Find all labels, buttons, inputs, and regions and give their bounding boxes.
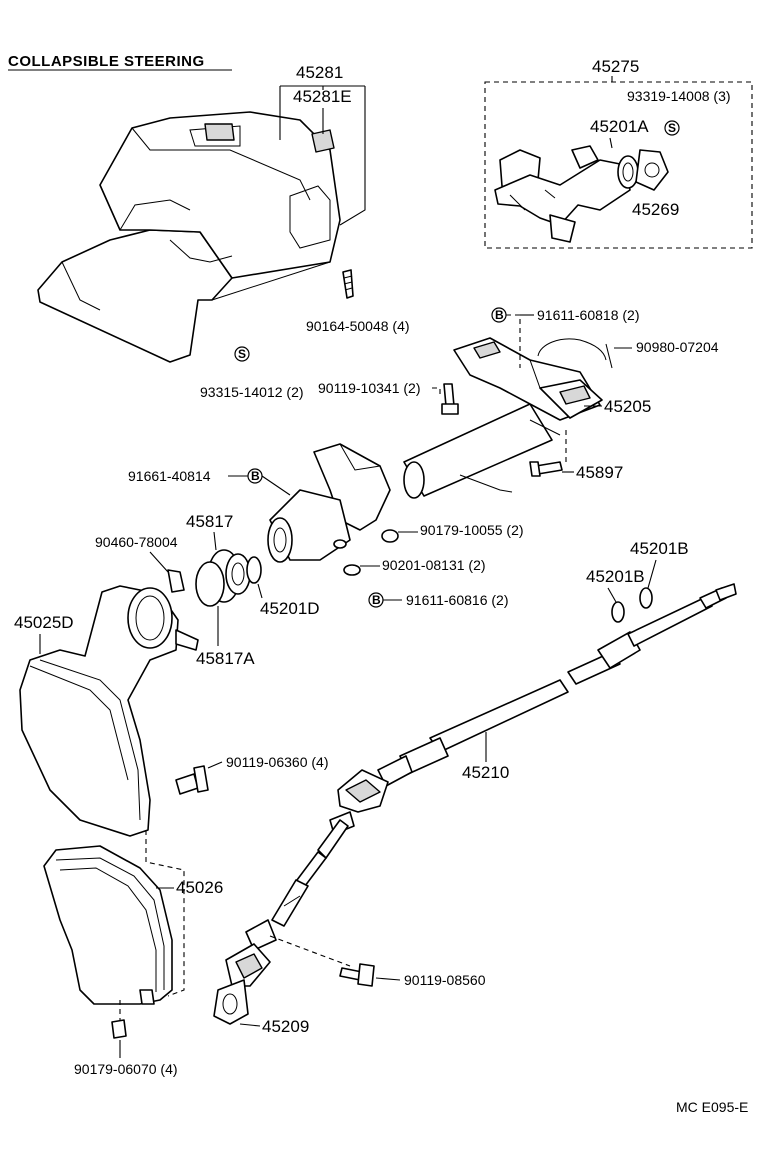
universal-joint-upper <box>317 769 389 859</box>
wire-90980 <box>537 338 607 361</box>
label-45201B-top: 45201B <box>630 539 689 558</box>
leader-90119-341 <box>432 387 441 398</box>
label-45817: 45817 <box>186 512 233 531</box>
leader-45817 <box>213 531 217 551</box>
label-45025D: 45025D <box>14 613 74 632</box>
label-45281E: 45281E <box>293 87 352 106</box>
washer-90201b <box>333 539 347 549</box>
label-45201B: 45201B <box>586 567 645 586</box>
column-tube <box>403 337 603 499</box>
washer-90201 <box>343 564 361 576</box>
leader-45281 <box>279 85 366 226</box>
s-letter-93319: S <box>668 121 676 135</box>
label-90460: 90460-78004 <box>95 534 178 550</box>
leader-90460 <box>149 551 169 573</box>
footer-code: MC E095-E <box>676 1099 748 1115</box>
steering-lock-assembly <box>494 145 669 243</box>
intermediate-shaft <box>271 851 327 927</box>
wire-end-90980 <box>605 343 613 369</box>
leader-45201D <box>257 583 263 599</box>
dust-boot-45025D <box>19 569 199 837</box>
cover-45026 <box>43 845 173 1005</box>
label-45205: 45205 <box>604 397 651 416</box>
bolt-90119-360 <box>175 765 209 795</box>
leader-45026-dash <box>145 830 185 997</box>
column-cover <box>37 111 341 363</box>
diagram-title: COLLAPSIBLE STEERING <box>8 53 205 70</box>
label-45897: 45897 <box>576 463 623 482</box>
label-45817A: 45817A <box>196 649 255 668</box>
label-93319: 93319-14008 (3) <box>627 88 731 104</box>
b-letter-91611-818: B <box>495 308 504 322</box>
label-45210: 45210 <box>462 763 509 782</box>
s-letter-93315: S <box>238 347 246 361</box>
leader-90119-560 <box>375 977 401 981</box>
part-45281E <box>311 129 335 153</box>
label-45209: 45209 <box>262 1017 309 1036</box>
label-45269: 45269 <box>632 200 679 219</box>
label-45201A: 45201A <box>590 117 649 136</box>
nut-90179-070 <box>111 1019 127 1039</box>
label-90179-070: 90179-06070 (4) <box>74 1061 178 1077</box>
label-90119-360: 90119-06360 (4) <box>226 754 328 770</box>
bolt-45897 <box>529 461 563 477</box>
label-90201: 90201-08131 (2) <box>382 557 486 573</box>
label-90179-055: 90179-10055 (2) <box>420 522 524 538</box>
leader-91661 <box>228 475 291 496</box>
column-bracket <box>267 443 391 563</box>
leader-90119-560-dash <box>269 935 351 967</box>
lock-set-box <box>484 81 753 249</box>
b-letter-91611-816: B <box>372 593 381 607</box>
label-93315: 93315-14012 (2) <box>200 384 304 400</box>
universal-joint-45209 <box>213 919 277 1025</box>
nut-90179-055 <box>381 529 399 543</box>
main-shaft-45210 <box>377 583 737 787</box>
screw-90164 <box>342 269 354 299</box>
label-90119-341: 90119-10341 (2) <box>318 380 420 396</box>
ring-45201B-a <box>611 601 625 623</box>
bearing-45817 <box>195 549 262 607</box>
label-90164: 90164-50048 (4) <box>306 318 410 334</box>
label-91611-818: 91611-60818 (2) <box>537 307 639 323</box>
bolt-90119-560 <box>339 963 375 987</box>
label-91611-816: 91611-60816 (2) <box>406 592 508 608</box>
label-91661: 91661-40814 <box>128 468 211 484</box>
leader-45201A <box>609 137 613 149</box>
label-45275: 45275 <box>592 57 639 76</box>
s-symbol-93315 <box>234 346 250 362</box>
leader-45201B <box>607 587 617 603</box>
s-symbol-93319 <box>664 120 680 136</box>
b-letter-91661: B <box>251 469 260 483</box>
leader-45201B-top <box>647 559 657 589</box>
label-45201D: 45201D <box>260 599 320 618</box>
ring-45201B-b <box>639 587 653 609</box>
leader-45209 <box>239 1023 261 1027</box>
label-90980: 90980-07204 <box>636 339 719 355</box>
label-45281: 45281 <box>296 63 343 82</box>
leader-90119-360 <box>207 761 223 769</box>
bolt-90119-341 <box>441 383 459 415</box>
label-90119-560: 90119-08560 <box>404 972 486 988</box>
label-45026: 45026 <box>176 878 223 897</box>
